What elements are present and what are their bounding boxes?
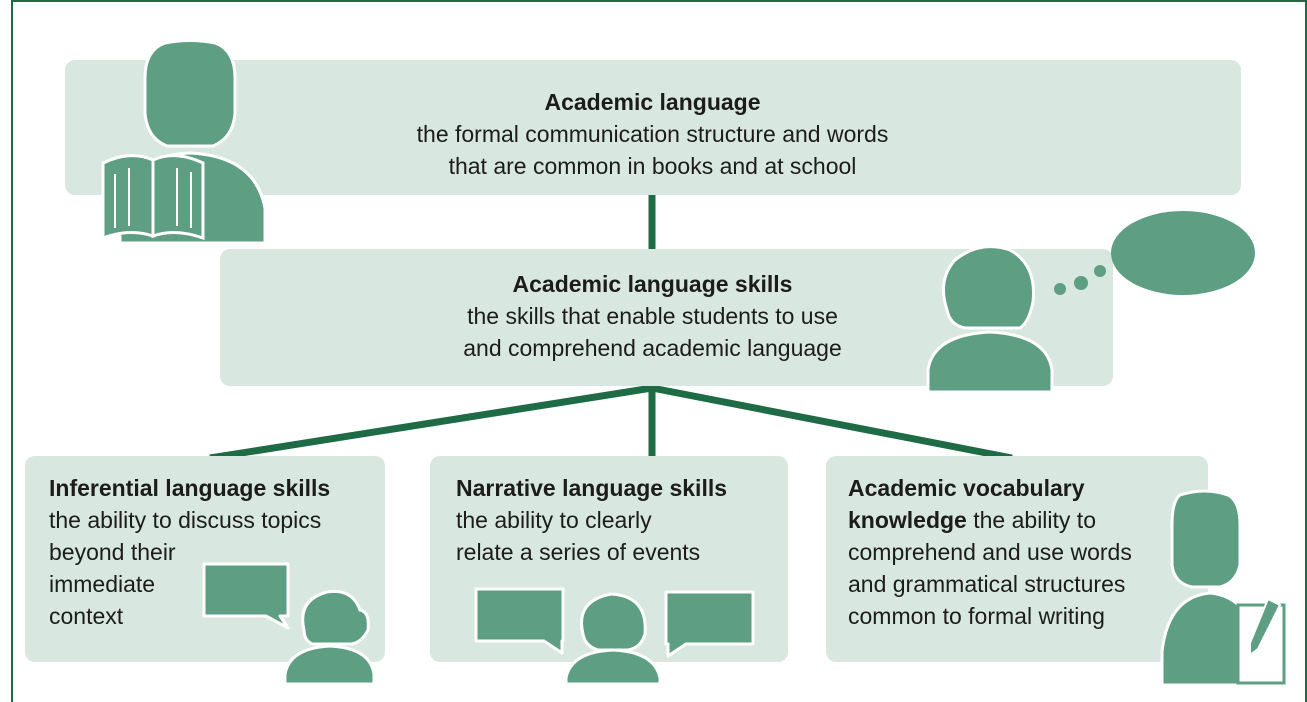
narrative-skills-title: Narrative language skills [456, 475, 728, 501]
academic-vocabulary-line-3: common to formal writing [848, 603, 1105, 629]
inferential-skills-title: Inferential language skills [49, 475, 331, 501]
academic-vocabulary-line-0: knowledge the ability to [848, 504, 1178, 536]
person-writing-icon [1160, 489, 1286, 687]
academic-language-skills-line-1: the skills that enable students to use [467, 303, 838, 329]
narrative-skills-line-2: relate a series of events [456, 539, 701, 565]
academic-language-skills-text: Academic language skills the skills that… [390, 268, 915, 364]
speech-bubble-icon [664, 590, 755, 658]
diagram-frame-right [1305, 0, 1307, 702]
speech-bubble-icon [474, 587, 565, 655]
inferential-skills-line-3: immediate [49, 571, 156, 597]
academic-language-line-2: that are common in books and at school [448, 153, 857, 179]
connector-left [209, 384, 653, 462]
academic-vocabulary-text: Academic vocabulary knowledge the abilit… [848, 472, 1178, 632]
academic-language-line-1: the formal communication structure and w… [416, 121, 889, 147]
academic-language-skills-line-2: and comprehend academic language [463, 335, 842, 361]
academic-vocabulary-box [826, 456, 1208, 662]
inferential-skills-text: Inferential language skills the ability … [49, 472, 379, 632]
thought-bubble-icon [1054, 211, 1255, 295]
diagram-frame [11, 0, 1307, 702]
person-thinking-icon [926, 245, 1054, 392]
narrative-skills-text: Narrative language skills the ability to… [456, 472, 776, 568]
connector-right [651, 384, 1013, 462]
academic-vocabulary-title: Academic vocabulary [848, 475, 1085, 501]
academic-vocabulary-line-1: comprehend and use words [848, 539, 1132, 565]
academic-vocabulary-title-b: knowledge [848, 507, 967, 533]
academic-language-text: Academic language the formal communicati… [340, 86, 965, 182]
person-reading-icon [101, 39, 267, 243]
academic-vocabulary-line-2: and grammatical structures [848, 571, 1126, 597]
academic-vocabulary-desc-tail: the ability to [966, 507, 1096, 533]
inferential-skills-line-4: context [49, 603, 124, 629]
inferential-skills-line-1: the ability to discuss topics [49, 507, 322, 533]
academic-language-title: Academic language [544, 89, 761, 115]
person-speaking-icon [564, 592, 662, 684]
academic-language-skills-title: Academic language skills [512, 271, 793, 297]
academic-language-box [65, 60, 1241, 195]
narrative-skills-line-1: the ability to clearly [456, 507, 652, 533]
speech-bubble-icon [202, 562, 290, 630]
child-speaking-icon [283, 589, 376, 684]
inferential-skills-line-2: beyond their [49, 539, 176, 565]
